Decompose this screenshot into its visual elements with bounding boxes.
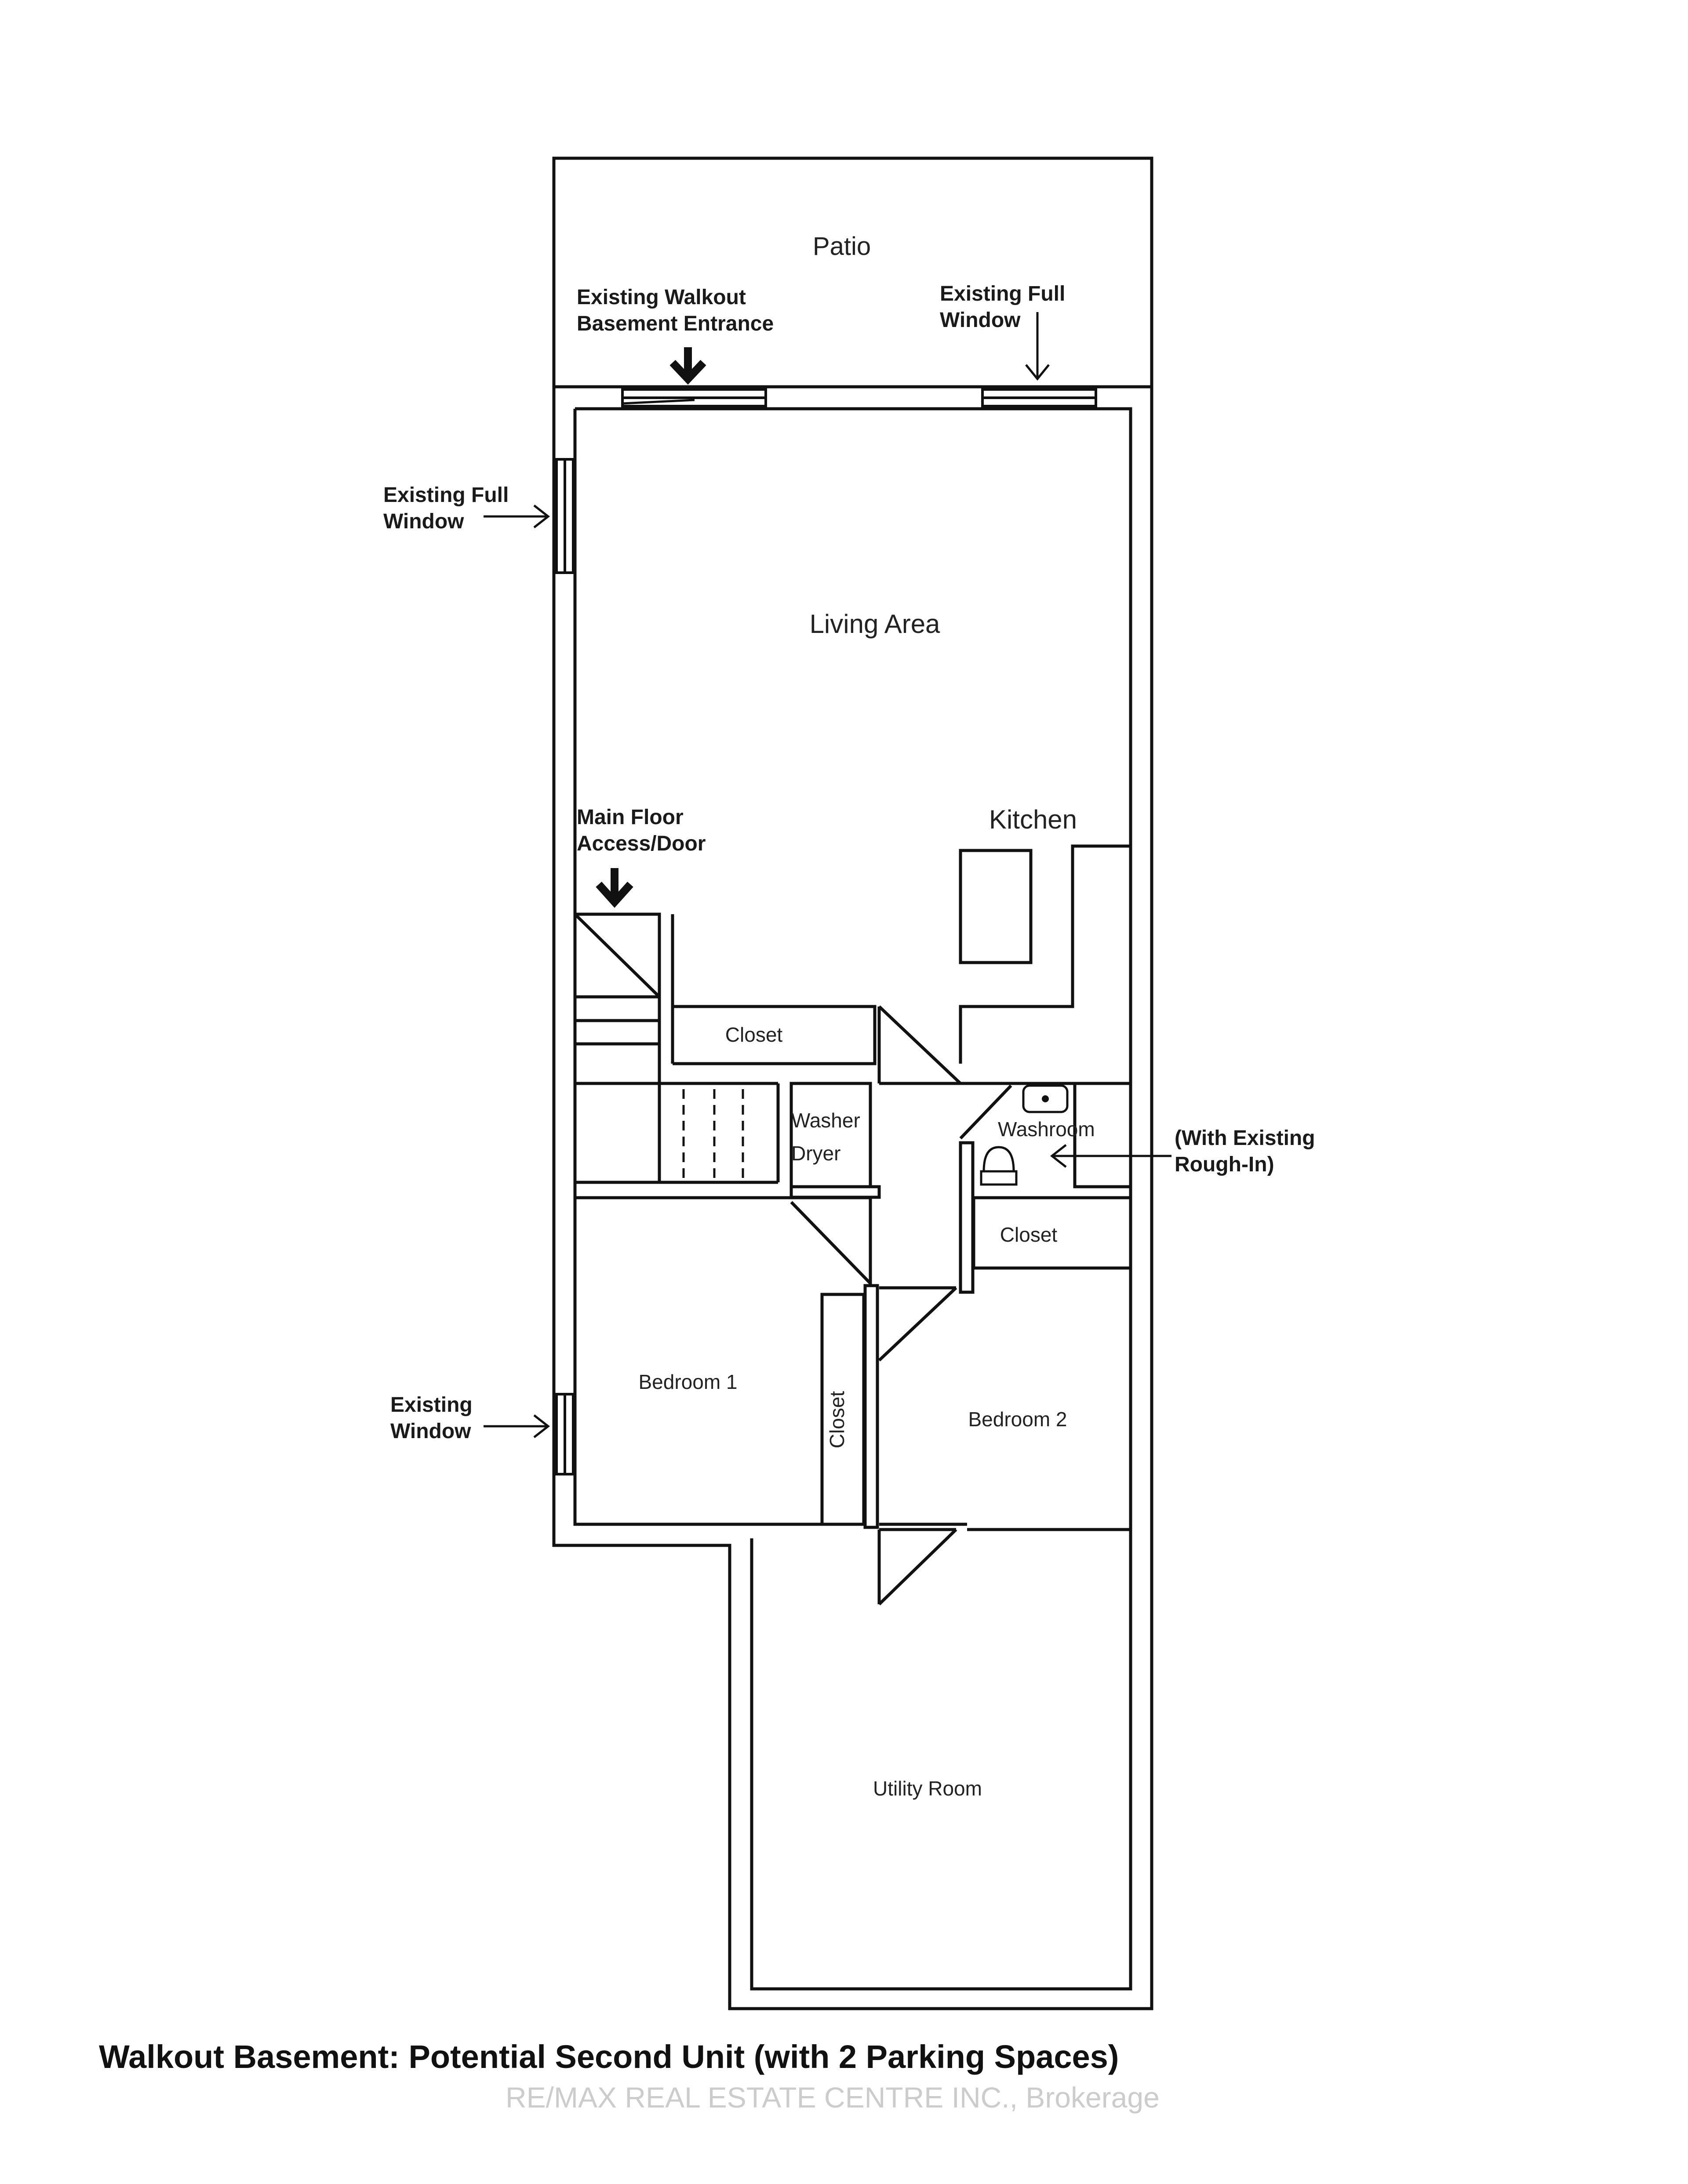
main-floor-note-line2: Access/Door (577, 832, 706, 855)
plan-caption: Walkout Basement: Potential Second Unit … (99, 2039, 1119, 2075)
hall-closet-label: Closet (725, 1023, 783, 1046)
stairs (574, 912, 780, 1184)
bedroom1-closet-label: Closet (826, 1391, 848, 1449)
top-window-note-line1: Existing Full (940, 282, 1065, 305)
bedroom2-door (878, 1286, 957, 1362)
walkout-note-line2: Basement Entrance (577, 312, 774, 335)
main-floor-arrow-icon (596, 868, 633, 908)
bedroom-window-arrow-icon (484, 1414, 550, 1438)
bedroom2-closet (972, 1196, 1132, 1270)
patio-label: Patio (813, 232, 871, 261)
brokerage-watermark: RE/MAX REAL ESTATE CENTRE INC., Brokerag… (506, 2081, 1160, 2114)
bedroom-window-note-line1: Existing (390, 1393, 473, 1417)
bedroom1-label: Bedroom 1 (638, 1370, 737, 1393)
left-window-note-line1: Existing Full (383, 483, 509, 507)
washroom-label: Washroom (998, 1118, 1095, 1141)
walkout-note-line1: Existing Walkout (577, 286, 746, 309)
rough-in-note-line1: (With Existing (1175, 1127, 1315, 1150)
exterior-walls (552, 156, 1153, 2010)
bedroom2-closet-label: Closet (1000, 1223, 1058, 1246)
bedroom1-walls (575, 1196, 879, 1529)
window-openings (555, 388, 1097, 1475)
utility-door (877, 1528, 957, 1606)
kitchen-label: Kitchen (989, 805, 1077, 834)
top-window-note-line2: Window (940, 309, 1021, 332)
utility-room-label: Utility Room (873, 1777, 982, 1800)
rough-in-note-line2: Rough-In) (1175, 1153, 1274, 1176)
laundry (789, 1082, 881, 1199)
left-window-arrow-icon (484, 505, 550, 528)
left-window-note-line2: Window (383, 510, 464, 533)
washer-label: Washer (791, 1109, 860, 1132)
bedroom2-label: Bedroom 2 (968, 1408, 1067, 1431)
kitchen-fixtures (959, 844, 1131, 1064)
top-window-arrow-icon (1025, 312, 1050, 381)
main-floor-note-line1: Main Floor (577, 806, 684, 829)
dryer-label: Dryer (791, 1142, 840, 1165)
rough-in-arrow-icon (1050, 1144, 1171, 1168)
hall-closet (673, 1005, 962, 1085)
living-area-label: Living Area (810, 609, 940, 639)
arrows (484, 312, 1171, 1438)
bedroom-window-note-line2: Window (390, 1420, 471, 1443)
walkout-arrow-icon (669, 347, 706, 385)
washroom-walls (959, 1082, 1132, 1294)
